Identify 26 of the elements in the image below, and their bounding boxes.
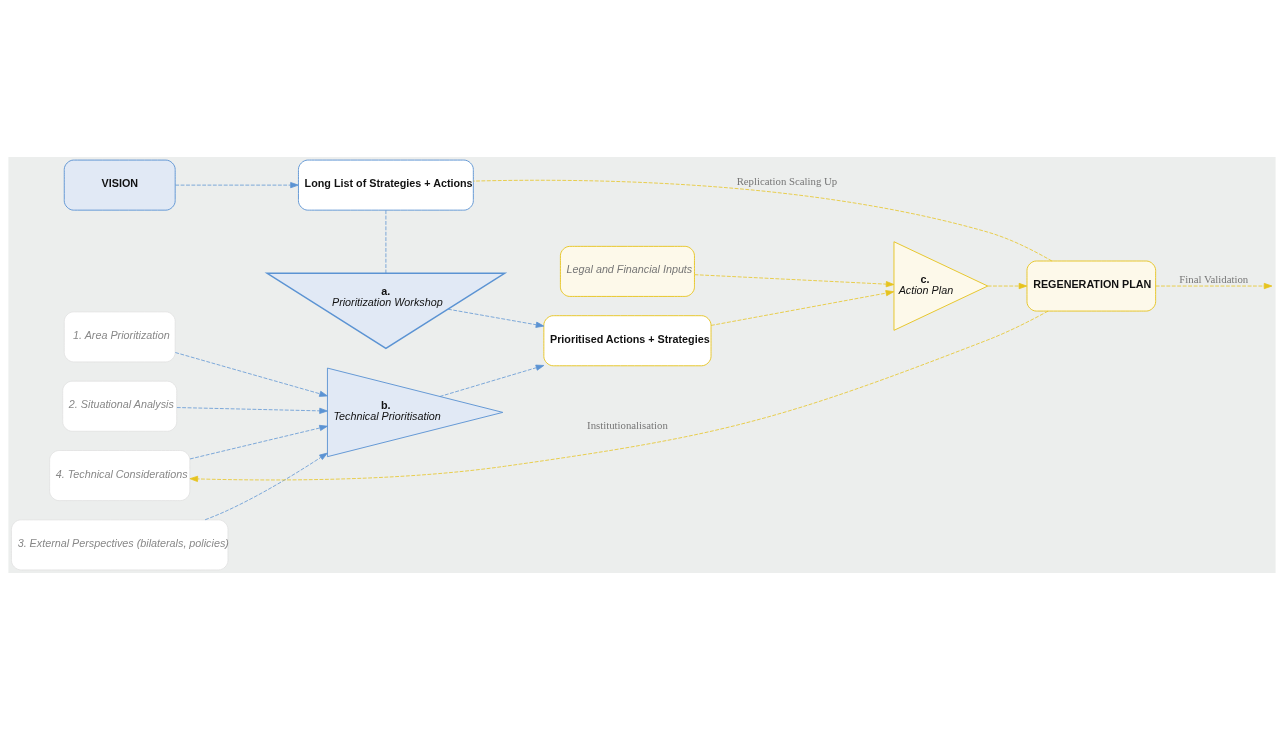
node-box: 1. Area Prioritization bbox=[63, 311, 176, 363]
node-box: REGENERATION PLAN bbox=[1026, 260, 1157, 312]
node-box: VISION bbox=[63, 159, 176, 211]
edge-label: Replication Scaling Up bbox=[736, 175, 838, 188]
arrow bbox=[987, 282, 1028, 290]
node-box: 2. Situational Analysis bbox=[62, 380, 178, 432]
node-box: Prioritised Actions + Strategies bbox=[543, 315, 712, 367]
arrow bbox=[710, 290, 895, 326]
arrow bbox=[174, 352, 328, 397]
edge-label: Final Validation bbox=[1179, 273, 1249, 286]
arrow bbox=[174, 182, 299, 189]
edge-label: Institutionalisation bbox=[587, 418, 668, 431]
connector bbox=[473, 179, 1053, 262]
node-box: 3. External Perspectives (bilaterals, policies) bbox=[11, 519, 229, 571]
arrow bbox=[447, 308, 545, 328]
node-box: Long List of Strategies + Actions bbox=[298, 159, 474, 211]
node-box: 4. Technical Considerations bbox=[49, 450, 191, 501]
arrow bbox=[439, 364, 545, 397]
arrow bbox=[204, 452, 328, 521]
arrow bbox=[694, 274, 895, 288]
connector bbox=[385, 209, 387, 274]
arrow bbox=[1155, 282, 1273, 290]
node-box: Legal and Financial Inputs bbox=[559, 245, 695, 297]
arrow bbox=[189, 310, 1049, 482]
arrow bbox=[189, 424, 328, 460]
arrow bbox=[176, 407, 328, 414]
